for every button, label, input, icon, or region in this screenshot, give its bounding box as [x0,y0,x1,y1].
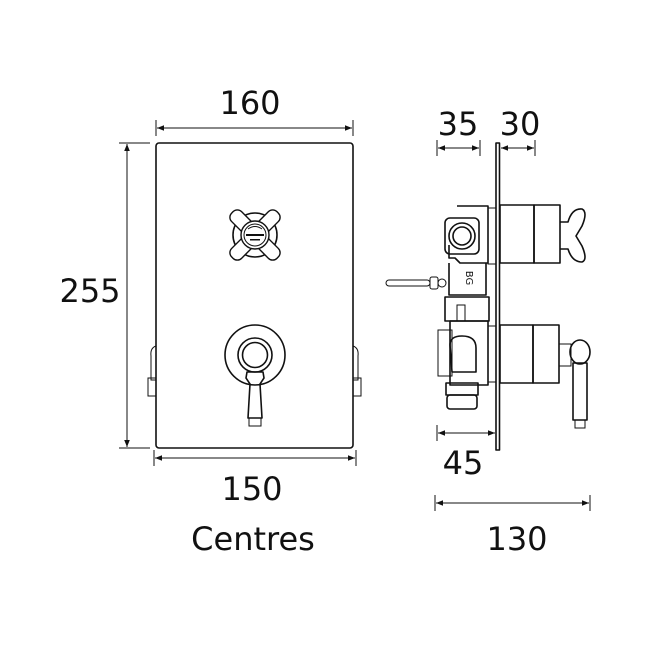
width-dimension: 160 [155,84,354,136]
min-depth-label: 45 [443,444,484,482]
rear-depth-dimension: 35 [436,105,481,156]
front-view: 160 255 [59,84,362,558]
overall-depth-dimension: 130 [434,495,591,558]
centres-value-label: 150 [221,470,282,508]
left-clip [150,345,157,381]
cross-handle [229,209,281,261]
left-clip-foot [147,377,157,397]
lever-handle [224,324,286,427]
centres-dimension: 150 Centres [153,450,357,558]
front-projection-dimension: 30 [500,105,541,156]
rear-depth-label: 35 [438,105,479,143]
overall-depth-label: 130 [486,520,547,558]
cover-plate [155,142,354,449]
body-marking: BG [463,271,474,285]
front-projection-label: 30 [500,105,541,143]
valve-body: BG [385,263,490,322]
width-label: 160 [219,84,280,122]
right-clip-foot [352,377,362,397]
centres-caption: Centres [191,520,315,558]
height-label: 255 [59,272,120,310]
upper-valve [444,204,586,265]
side-view: 35 30 BG [385,105,591,558]
height-dimension: 255 [59,142,150,449]
right-clip [352,345,359,381]
lower-valve [437,320,591,429]
min-depth-dimension: 45 [436,425,495,482]
side-plate [495,142,501,451]
